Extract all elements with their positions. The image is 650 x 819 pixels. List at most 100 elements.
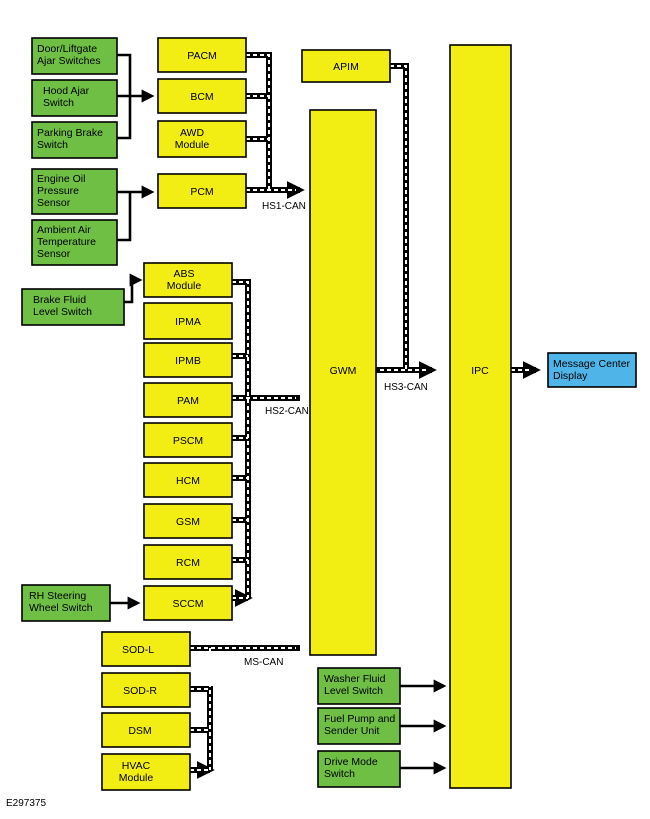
label-line: PAM bbox=[177, 395, 199, 407]
hs2-can-label: HS2-CAN bbox=[265, 406, 309, 417]
svg-text:IPMB: IPMB bbox=[175, 355, 201, 367]
ipma-module: IPMA bbox=[143, 302, 233, 340]
label-line: SCCM bbox=[173, 598, 204, 610]
label-line: Door/Liftgate bbox=[37, 43, 97, 55]
dsm-module: DSM bbox=[101, 712, 191, 748]
label-line: Sender Unit bbox=[324, 725, 380, 737]
label-line: Sensor bbox=[37, 197, 71, 209]
label-line: PCM bbox=[190, 186, 213, 198]
hs2-can-bus bbox=[232, 279, 300, 598]
label-line: Module bbox=[119, 772, 154, 784]
label-line: PACM bbox=[187, 50, 217, 62]
pscm-module: PSCM bbox=[143, 422, 233, 458]
svg-text:PACM: PACM bbox=[187, 50, 217, 62]
label-line: Hood Ajar bbox=[43, 85, 90, 97]
label-line: RCM bbox=[176, 557, 200, 569]
ms-can-bus bbox=[190, 645, 300, 770]
svg-text:PAM: PAM bbox=[177, 395, 199, 407]
sod-r-module: SOD-R bbox=[101, 672, 191, 708]
rcm-module: RCM bbox=[143, 544, 233, 580]
svg-text:HCM: HCM bbox=[176, 475, 200, 487]
hcm-module: HCM bbox=[143, 462, 233, 498]
gwm-module: GWM bbox=[309, 109, 377, 656]
label-line: GWM bbox=[330, 365, 357, 377]
figure-id: E297375 bbox=[6, 798, 46, 809]
label-line: Module bbox=[167, 280, 202, 292]
label-line: Switch bbox=[37, 139, 68, 151]
hs3-can-bus bbox=[362, 63, 437, 379]
sccm-module: SCCM bbox=[143, 585, 233, 621]
label-line: Switch bbox=[324, 768, 355, 780]
label-line: SOD-R bbox=[123, 685, 157, 697]
label-line: Temperature bbox=[37, 236, 96, 248]
input-wires bbox=[110, 53, 447, 775]
label-line: PSCM bbox=[173, 435, 203, 447]
label-line: IPMB bbox=[175, 355, 201, 367]
hs1-can-label: HS1-CAN bbox=[262, 201, 306, 212]
svg-text:SOD-R: SOD-R bbox=[123, 685, 157, 697]
svg-text:APIM: APIM bbox=[333, 61, 359, 73]
hs1-can-bus bbox=[246, 52, 300, 190]
label-line: GSM bbox=[176, 516, 200, 528]
ipc-module: IPC bbox=[449, 44, 512, 789]
label-line: IPMA bbox=[175, 316, 201, 328]
label-line: Message Center bbox=[553, 358, 631, 370]
label-line: IPC bbox=[471, 365, 489, 377]
apim-module: APIM bbox=[301, 49, 391, 83]
label-line: Ambient Air bbox=[37, 224, 91, 236]
label-line: Drive Mode bbox=[324, 756, 378, 768]
ms-can-label: MS-CAN bbox=[244, 657, 283, 668]
svg-text:GSM: GSM bbox=[176, 516, 200, 528]
label-line: AWD bbox=[180, 127, 205, 139]
svg-text:SCCM: SCCM bbox=[173, 598, 204, 610]
svg-text:RCM: RCM bbox=[176, 557, 200, 569]
label-line: RH Steering bbox=[29, 590, 86, 602]
label-line: Level Switch bbox=[324, 685, 383, 697]
label-line: Display bbox=[553, 370, 588, 382]
pcm-module: PCM bbox=[157, 173, 247, 209]
svg-text:IPC: IPC bbox=[471, 365, 489, 377]
svg-text:DSM: DSM bbox=[128, 725, 151, 737]
svg-text:IPMA: IPMA bbox=[175, 316, 201, 328]
label-line: Fuel Pump and bbox=[324, 713, 395, 725]
label-line: Brake Fluid bbox=[33, 294, 86, 306]
gsm-module: GSM bbox=[143, 503, 233, 539]
sod-l-module: SOD-L bbox=[101, 631, 191, 667]
pam-module: PAM bbox=[143, 382, 233, 418]
hs3-can-label: HS3-CAN bbox=[384, 382, 428, 393]
label-line: DSM bbox=[128, 725, 151, 737]
svg-text:PCM: PCM bbox=[190, 186, 213, 198]
label-line: Ajar Switches bbox=[37, 55, 101, 67]
label-line: BCM bbox=[190, 91, 213, 103]
svg-text:BCM: BCM bbox=[190, 91, 213, 103]
pacm-module: PACM bbox=[157, 37, 247, 73]
label-line: ABS bbox=[173, 268, 194, 280]
label-line: HCM bbox=[176, 475, 200, 487]
label-line: Pressure bbox=[37, 185, 79, 197]
label-line: SOD-L bbox=[122, 644, 154, 656]
